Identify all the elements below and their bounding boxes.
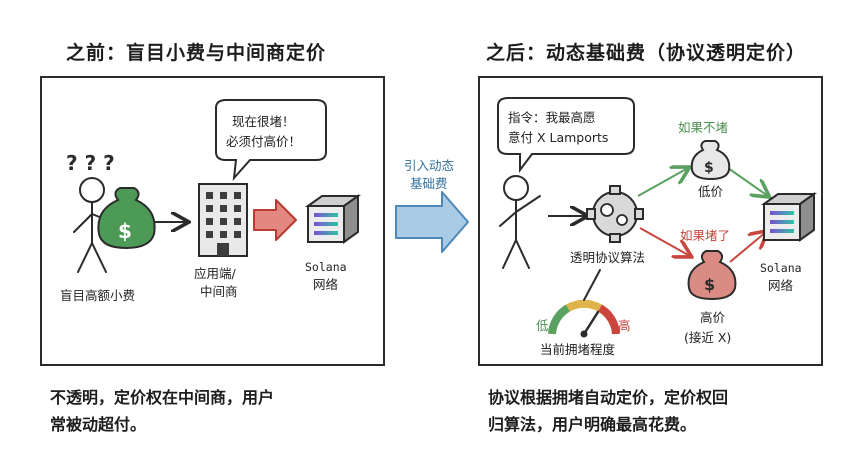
before-caption-line1: 不透明，定价权在中间商，用户 — [50, 388, 275, 407]
arrow-congested-down — [639, 227, 690, 256]
instruction-line1: 指令：我最高愿 — [508, 110, 596, 125]
low-price-money-bag-icon: $ — [690, 140, 731, 181]
before-caption: 不透明，定价权在中间商，用户 常被动超付。 — [50, 384, 274, 438]
gear-icon — [586, 185, 644, 243]
after-caption-line2: 归算法，用户明确最高花费。 — [488, 415, 697, 434]
blind-tip-label: 盲目高额小费 — [60, 288, 135, 303]
if-not-congested-label: 如果不堵 — [678, 120, 728, 135]
solana-cube-icon — [304, 194, 362, 244]
if-congested-label: 如果堵了 — [680, 228, 730, 243]
before-title: 之前：盲目小费与中间商定价 — [66, 42, 327, 64]
instruction-bubble: 指令：我最高愿 意付 X Lamports — [497, 97, 635, 173]
gauge-low-label: 低 — [536, 318, 549, 333]
red-arrow — [253, 199, 297, 241]
speech-bubble: 现在很堵！ 必须付高价！ — [215, 99, 327, 182]
after-title: 之后：动态基础费（协议透明定价） — [486, 42, 807, 64]
high-price-line2: (接近 X) — [684, 330, 731, 345]
bubble-line2: 必须付高价！ — [226, 134, 301, 149]
question-marks: ? ? ? — [66, 151, 115, 175]
transition-arrow — [395, 191, 469, 253]
instruction-line2: 意付 X Lamports — [508, 130, 608, 145]
high-price-money-bag-icon: $ — [687, 250, 737, 301]
gauge-high-label: 高 — [618, 318, 631, 333]
bubble-line1: 现在很堵！ — [232, 114, 295, 129]
user-figure — [499, 175, 541, 269]
middleman-line1: 应用端/ — [194, 266, 237, 281]
low-price-label: 低价 — [698, 184, 724, 199]
arrow-not-congested-up — [637, 168, 688, 197]
before-caption-line2: 常被动超付。 — [50, 415, 147, 434]
network-label-right: 网络 — [768, 278, 794, 293]
middle-arrow-line2: 基础费 — [410, 176, 448, 191]
solana-label-left: Solana — [305, 260, 347, 274]
solana-cube-icon — [760, 192, 818, 242]
arrow-congested-up — [729, 232, 766, 263]
money-bag-icon: $ — [97, 187, 156, 250]
arrow-not-congested-down — [727, 167, 768, 196]
building-icon — [198, 183, 248, 257]
middle-arrow-line1: 引入动态 — [404, 158, 454, 173]
network-label-left: 网络 — [313, 277, 339, 292]
congestion-gauge-icon — [548, 299, 620, 338]
dollar-sign: $ — [118, 219, 132, 243]
dollar-sign: $ — [704, 275, 715, 294]
solana-label-right: Solana — [760, 261, 802, 275]
after-caption-line1: 协议根据拥堵自动定价，定价权回 — [488, 388, 729, 407]
after-caption: 协议根据拥堵自动定价，定价权回 归算法，用户明确最高花费。 — [488, 384, 728, 438]
algorithm-label: 透明协议算法 — [570, 250, 645, 265]
middleman-line2: 中间商 — [200, 284, 238, 299]
dollar-sign: $ — [704, 160, 714, 176]
gauge-label: 当前拥堵程度 — [540, 342, 616, 357]
gauge-connector — [583, 269, 601, 301]
high-price-line1: 高价 — [700, 310, 726, 325]
